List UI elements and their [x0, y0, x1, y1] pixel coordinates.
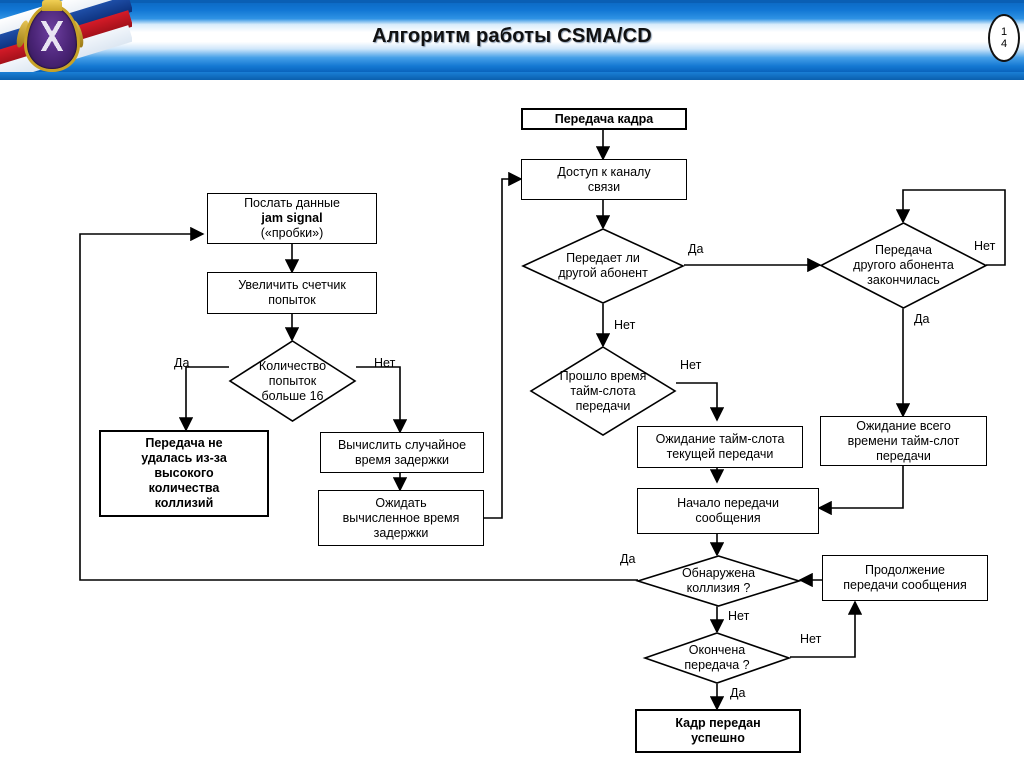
node-transmit-finished-label: Окончена передача ? [644, 632, 790, 684]
node-start-transmit-line2: сообщения [695, 511, 761, 525]
node-other-finished-decision[interactable]: Передача другого абонента закончилась [820, 222, 987, 309]
node-other-transmits-line1: Передает ли [566, 251, 640, 265]
node-slot-time-passed-line3: передачи [575, 398, 631, 413]
node-channel-access-line2: связи [587, 179, 621, 194]
node-calc-backoff-line1: Вычислить случайное [337, 437, 467, 452]
node-channel-access[interactable]: Доступ к каналу связи [521, 159, 687, 200]
page-number-badge: 1 4 [988, 14, 1020, 62]
node-failed-line3: высокого [154, 466, 214, 480]
node-transmission-failed[interactable]: Передача не удалась из-за высокого колич… [99, 430, 269, 517]
node-other-finished-line2: другого абонента [853, 258, 954, 272]
node-collision-detected-decision[interactable]: Обнаружена коллизия ? [637, 555, 800, 607]
node-wait-backoff-time[interactable]: Ожидать вычисленное время задержки [318, 490, 484, 546]
edge-label-collision-no: Нет [728, 609, 750, 623]
node-other-transmits-label: Передает ли другой абонент [522, 228, 684, 304]
node-increase-attempt-counter[interactable]: Увеличить счетчик попыток [207, 272, 377, 314]
node-wait-full-slot-line3: передачи [876, 448, 931, 463]
node-transmit-finished-decision[interactable]: Окончена передача ? [644, 632, 790, 684]
edge-label-transmit-finished-no: Нет [800, 632, 822, 646]
flowchart-canvas: Передача кадра Доступ к каналу связи Пер… [0, 82, 1024, 767]
node-slot-time-passed-line1: Прошло время [559, 368, 647, 383]
node-start-frame-label: Передача кадра [554, 111, 654, 126]
node-wait-full-slot[interactable]: Ожидание всего времени тайм-слот передач… [820, 416, 987, 466]
node-attempts-line1: Количество [258, 358, 327, 373]
node-increase-counter-line1: Увеличить счетчик [238, 278, 346, 292]
node-attempts-over-16-decision[interactable]: Количество попыток больше 16 [229, 340, 356, 422]
node-send-jam-line2: jam signal [261, 211, 323, 225]
node-failed-line5: коллизий [154, 496, 214, 510]
node-other-finished-line1: Передача [874, 243, 932, 257]
node-wait-backoff-line1: Ожидать [375, 495, 427, 510]
diamond-outline [820, 222, 987, 309]
node-continue-transmit[interactable]: Продолжение передачи сообщения [822, 555, 988, 601]
node-wait-current-slot-line2: текущей передачи [666, 447, 774, 461]
node-wait-full-slot-line2: времени тайм-слот [847, 433, 960, 448]
node-failed-line4: количества [148, 481, 220, 495]
diamond-outline [522, 228, 684, 304]
node-transmit-finished-line2: передача ? [684, 658, 750, 672]
node-collision-detected-label: Обнаружена коллизия ? [637, 555, 800, 607]
node-send-jam-line1: Послать данные [244, 196, 340, 210]
node-other-finished-label: Передача другого абонента закончилась [820, 222, 987, 309]
edge-label-other-finished-no: Нет [974, 239, 996, 253]
edge-label-attempts-no: Нет [374, 356, 396, 370]
edge-label-attempts-yes: Да [174, 356, 190, 370]
node-channel-access-line1: Доступ к каналу [557, 164, 651, 179]
page-number-top: 1 [1000, 26, 1008, 38]
node-frame-sent-line1: Кадр передан [675, 716, 761, 730]
node-continue-transmit-line1: Продолжение [864, 563, 946, 577]
banner-bottom-strip [0, 72, 1024, 80]
node-send-jam-signal[interactable]: Послать данные jam signal («пробки») [207, 193, 377, 244]
node-slot-time-passed-decision[interactable]: Прошло время тайм-слота передачи [530, 346, 676, 436]
node-continue-transmit-line2: передачи сообщения [843, 578, 967, 592]
edge-label-collision-yes: Да [620, 552, 636, 566]
diamond-outline [637, 555, 800, 607]
banner-bottom-line [0, 80, 1024, 82]
node-start-transmit[interactable]: Начало передачи сообщения [637, 488, 819, 534]
node-attempts-line2: попыток [268, 373, 317, 388]
page-title: Алгоритм работы CSMA/CD [372, 24, 652, 47]
edge-label-other-transmits-no: Нет [614, 318, 636, 332]
node-start-frame[interactable]: Передача кадра [521, 108, 687, 130]
edge-label-transmit-finished-yes: Да [730, 686, 746, 700]
banner-top-edge [0, 0, 1024, 3]
node-send-jam-line3: («пробки») [260, 226, 324, 240]
edge-label-other-transmits-yes: Да [688, 242, 704, 256]
node-other-finished-line3: закончилась [867, 273, 940, 287]
node-other-transmits-line2: другой абонент [558, 266, 648, 280]
flowchart-connectors [79, 129, 1006, 711]
node-increase-counter-line2: попыток [268, 293, 316, 307]
russian-coat-of-arms-icon [24, 4, 80, 72]
node-frame-sent-successfully[interactable]: Кадр передан успешно [635, 709, 801, 753]
node-wait-backoff-line3: задержки [373, 525, 429, 540]
edge-label-other-finished-yes: Да [914, 312, 930, 326]
russian-flag-ribbons [0, 0, 132, 72]
node-other-transmits-decision[interactable]: Передает ли другой абонент [522, 228, 684, 304]
node-wait-current-slot-line1: Ожидание тайм-слота [655, 432, 785, 446]
node-collision-detected-line1: Обнаружена [681, 566, 756, 580]
node-slot-time-passed-line2: тайм-слота [570, 383, 636, 398]
node-attempts-line3: больше 16 [261, 388, 324, 403]
node-calc-backoff-line2: время задержки [354, 452, 450, 467]
node-wait-current-slot[interactable]: Ожидание тайм-слота текущей передачи [637, 426, 803, 468]
header-banner: Алгоритм работы CSMA/CD 1 4 [0, 0, 1024, 72]
node-wait-backoff-line2: вычисленное время [342, 510, 460, 525]
edge-label-slot-passed-no: Нет [680, 358, 702, 372]
node-failed-line2: удалась из-за [141, 451, 227, 465]
node-failed-line1: Передача не [145, 436, 223, 450]
node-slot-time-passed-label: Прошло время тайм-слота передачи [530, 346, 676, 436]
diamond-outline [229, 340, 356, 422]
node-start-transmit-line1: Начало передачи [677, 496, 779, 510]
node-wait-full-slot-line1: Ожидание всего [856, 418, 951, 433]
diamond-outline [530, 346, 676, 436]
node-calculate-random-backoff[interactable]: Вычислить случайное время задержки [320, 432, 484, 473]
node-collision-detected-line2: коллизия ? [686, 581, 751, 595]
node-frame-sent-line2: успешно [691, 731, 745, 745]
diamond-outline [644, 632, 790, 684]
node-transmit-finished-line1: Окончена [688, 643, 746, 657]
node-attempts-over-16-label: Количество попыток больше 16 [229, 340, 356, 422]
page-number-bottom: 4 [1000, 38, 1008, 50]
